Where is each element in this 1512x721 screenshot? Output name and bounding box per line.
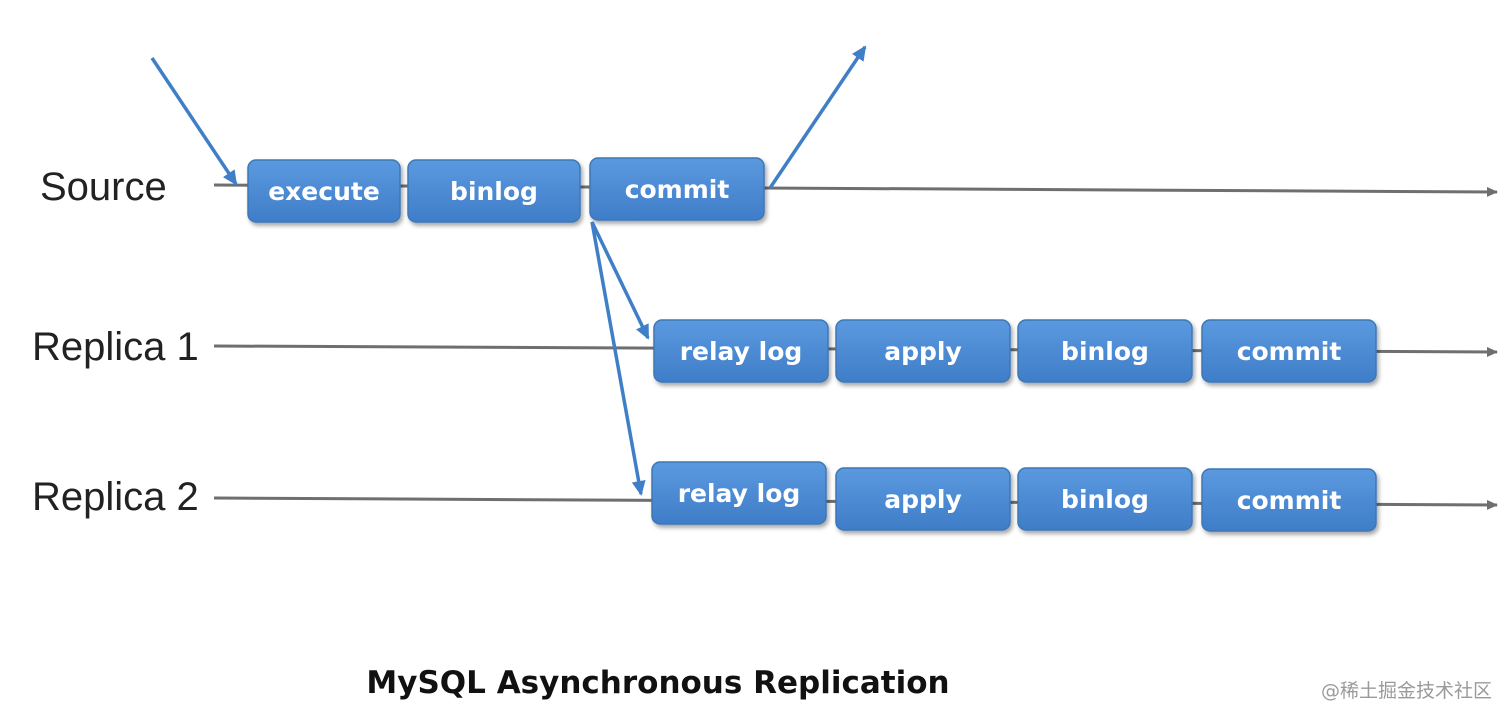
source-step-binlog: binlog [407,159,581,223]
replica1-step-commit-label: commit [1237,337,1342,366]
replica1-step-relay-log-label: relay log [680,337,803,366]
source-step-commit-label: commit [625,175,730,204]
incoming-request-arrow [150,57,238,186]
source-step-execute: execute [247,159,401,223]
diagram-caption: MySQL Asynchronous Replication [366,665,949,701]
replica2-step-commit-label: commit [1237,486,1342,515]
replica2-step-relay-log-label: relay log [678,479,801,508]
replica2-step-relay-log: relay log [651,461,827,525]
replica2-step-commit: commit [1201,468,1377,532]
response-arrow [768,45,867,189]
replica2-step-apply: apply [835,467,1011,531]
replica1-step-binlog-label: binlog [1061,337,1149,366]
source-step-binlog-label: binlog [450,177,538,206]
replica1-lane-label: Replica 1 [32,325,199,369]
replicate-to-replica1-arrow [590,221,650,340]
replica1-step-commit: commit [1201,319,1377,383]
replica1-step-relay-log: relay log [653,319,829,383]
source-step-execute-label: execute [268,177,380,206]
watermark: @稀土掘金技术社区 [1321,680,1492,702]
replica1-step-binlog: binlog [1017,319,1193,383]
replica2-step-binlog-label: binlog [1061,485,1149,514]
replica1-step-apply-label: apply [884,337,962,366]
replica2-step-binlog: binlog [1017,467,1193,531]
replica1-step-apply: apply [835,319,1011,383]
replica2-step-apply-label: apply [884,485,962,514]
source-timeline [213,183,1498,197]
replica2-lane-label: Replica 2 [32,475,199,519]
source-lane-label: Source [40,165,167,209]
source-step-commit: commit [589,157,765,221]
replicate-to-replica2-arrow [590,221,646,496]
